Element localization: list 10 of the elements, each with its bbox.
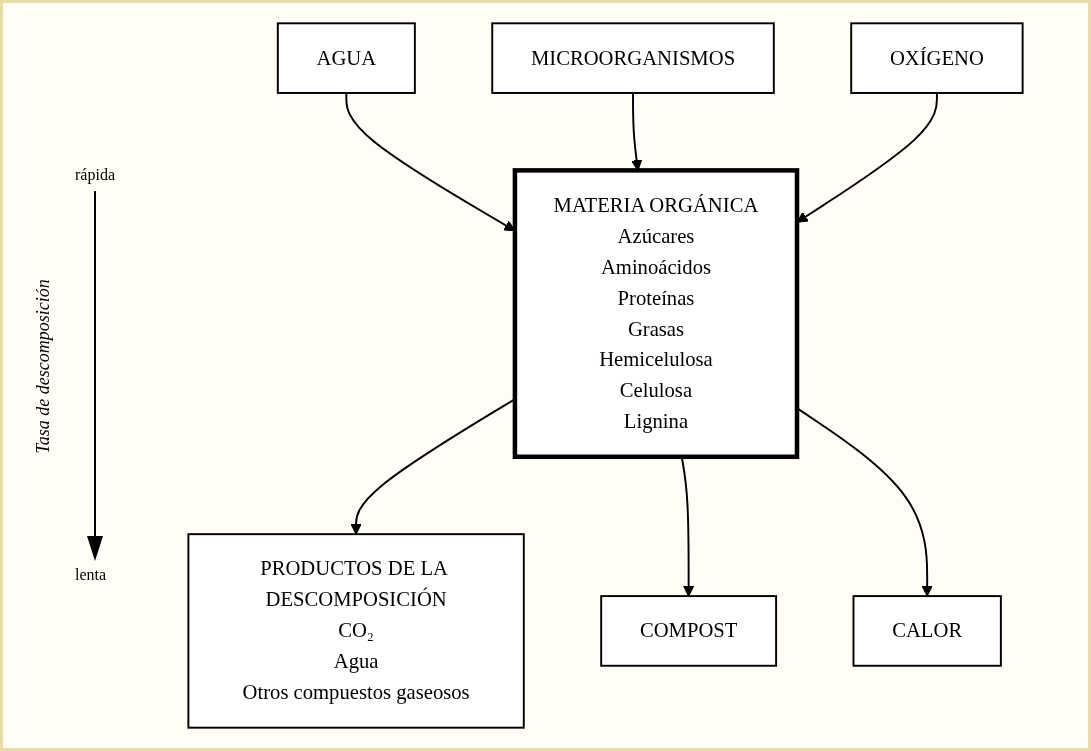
node-box: COMPOST (600, 595, 778, 667)
node-box: CALOR (852, 595, 1002, 667)
rate-label: rápida (75, 165, 115, 184)
node-box: MICROORGANISMOS (491, 22, 775, 94)
node-box: OXÍGENO (850, 22, 1024, 94)
node-box: MATERIA ORGÁNICA Azúcares Aminoácidos Proteínas Grasas Hemicelulosa Celulosa Lignina (512, 168, 800, 460)
node-box: AGUA (276, 22, 416, 94)
node-box: PRODUCTOS DE LA DESCOMPOSICIÓN CO₂ Agua Otros compuestos gaseosos (187, 533, 525, 729)
axis-title: Tasa de descomposición (32, 277, 54, 456)
rate-label: lenta (75, 565, 107, 584)
